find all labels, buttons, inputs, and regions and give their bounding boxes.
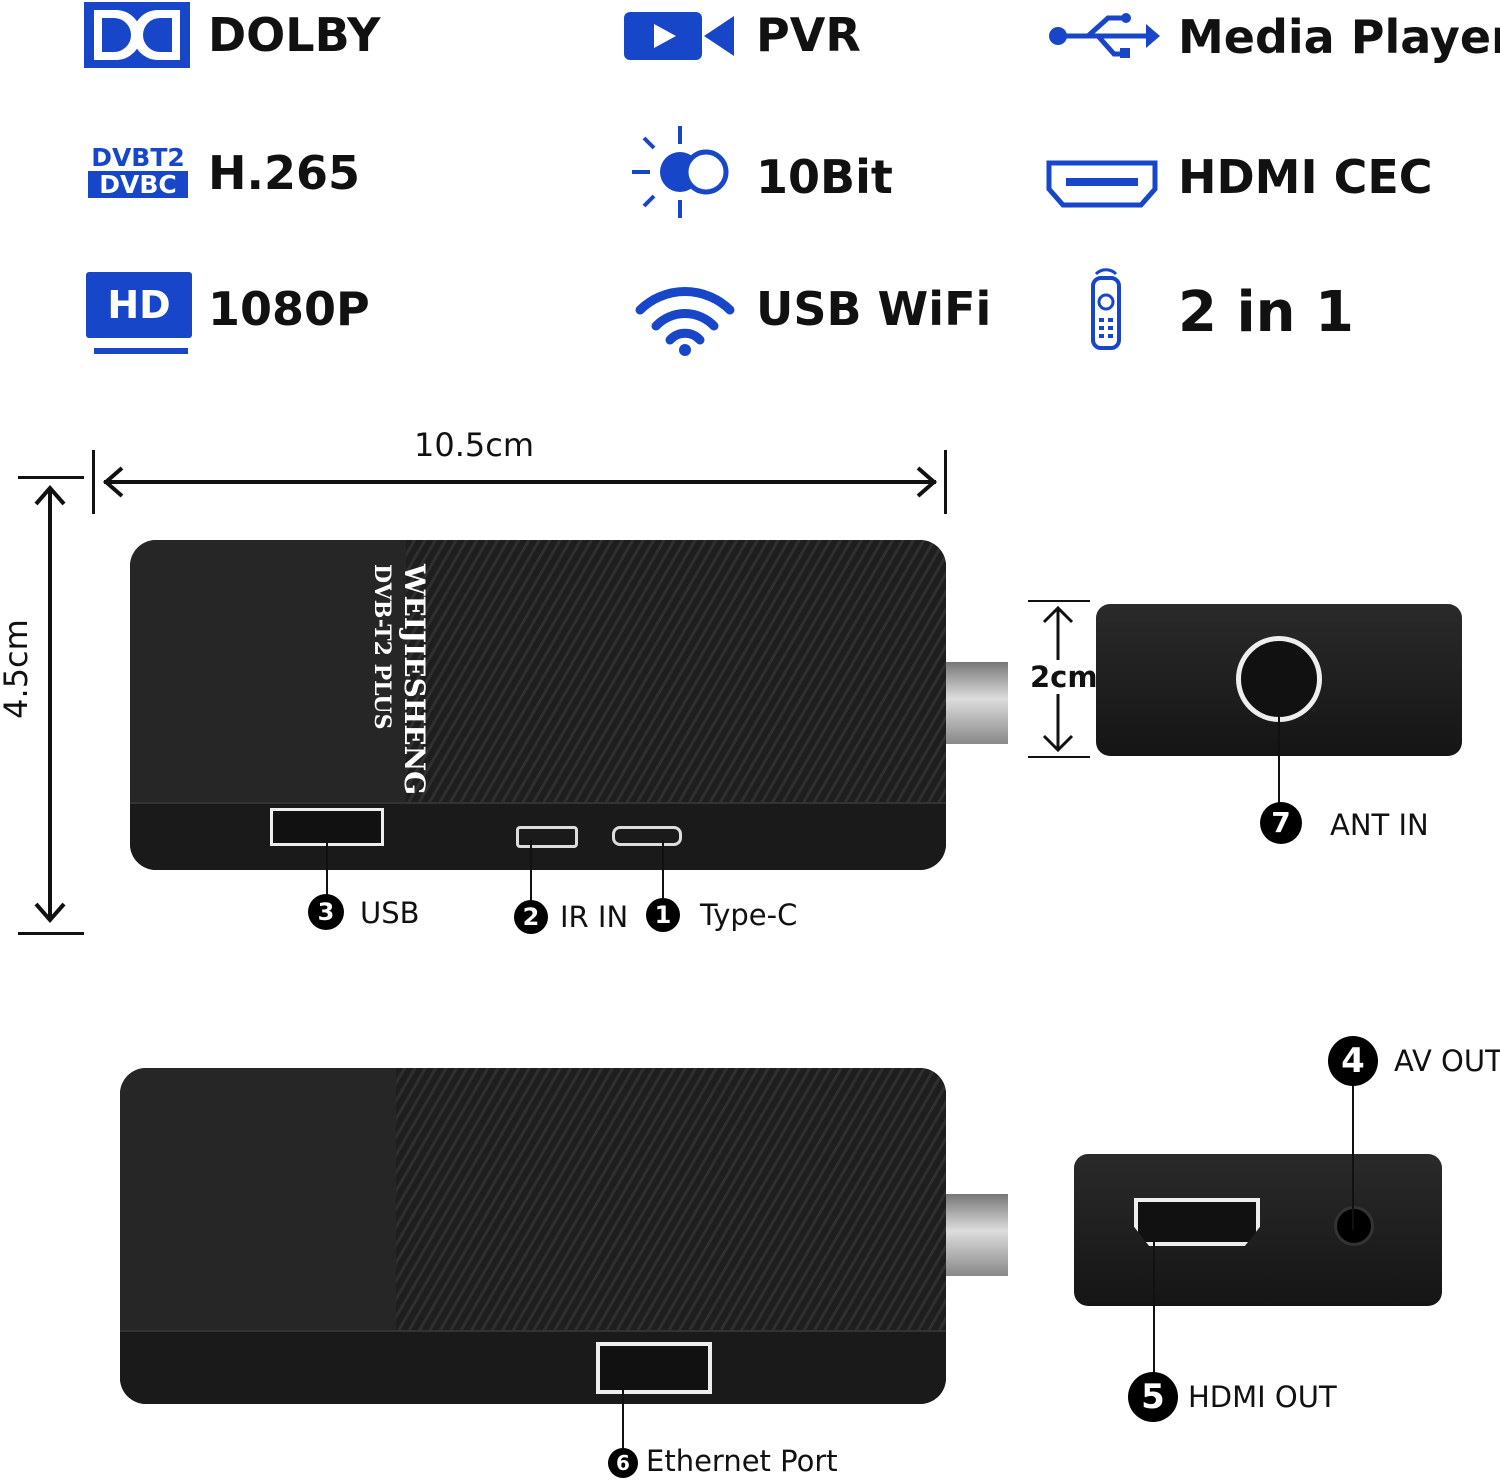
remote-icon <box>1091 268 1121 350</box>
ant-leader <box>1278 700 1280 806</box>
feature-usb-wifi: USB WiFi <box>756 282 992 336</box>
port-number-1: 1 <box>646 898 680 932</box>
depth-dimension-label: 2cm <box>1030 660 1098 694</box>
dvbc-text: DVBC <box>88 171 188 198</box>
port-label-usb: USB <box>360 896 420 930</box>
av-out-socket <box>1334 1206 1374 1246</box>
port-number-5: 5 <box>1128 1372 1178 1422</box>
device-top-view: WEIJIESHENG DVB-T2 PLUS <box>130 540 946 870</box>
hd-underline <box>94 348 188 354</box>
typec-leader <box>662 840 664 902</box>
ethernet-leader <box>622 1380 624 1452</box>
feature-h265: H.265 <box>208 146 360 200</box>
feature-media-player: Media Player <box>1178 10 1500 64</box>
hd-icon: HD <box>86 272 192 338</box>
feature-dolby: DOLBY <box>208 8 381 62</box>
ethernet-port <box>596 1342 712 1394</box>
hdmi-out-socket <box>1134 1198 1260 1246</box>
feature-hdmi-cec: HDMI CEC <box>1178 150 1433 204</box>
dvbt2-text: DVBT2 <box>91 143 185 172</box>
wifi-icon <box>635 287 735 356</box>
video-camera-icon <box>624 12 734 60</box>
port-label-hdmi-out: HDMI OUT <box>1188 1380 1337 1414</box>
port-label-ethernet: Ethernet Port <box>646 1444 838 1478</box>
port-label-av-out: AV OUT <box>1394 1044 1500 1078</box>
brand-text: WEIJIESHENG <box>398 564 431 796</box>
vent-grille-bottom <box>396 1068 946 1330</box>
vent-grille <box>406 540 946 802</box>
device-branding: WEIJIESHENG DVB-T2 PLUS <box>366 564 431 796</box>
model-text: DVB-T2 PLUS <box>369 564 395 730</box>
usb-leader <box>326 840 328 902</box>
dvb-t2-dvbc-icon: DVBT2 DVBC <box>88 144 188 198</box>
height-dimension-label: 4.5cm <box>0 619 35 719</box>
port-number-4: 4 <box>1328 1036 1378 1086</box>
port-label-ant-in: ANT IN <box>1330 808 1429 842</box>
hdmi-leader <box>1153 1236 1155 1376</box>
port-number-6: 6 <box>608 1448 638 1478</box>
port-number-3: 3 <box>308 894 344 930</box>
depth-tick-bottom <box>1028 756 1090 758</box>
dolby-icon <box>84 2 190 68</box>
label-panel <box>130 540 406 802</box>
feature-pvr: PVR <box>756 8 861 62</box>
ethernet-side <box>120 1330 946 1404</box>
regulatory-panel <box>120 1068 396 1330</box>
feature-1080p: 1080P <box>208 282 370 336</box>
feature-2-in-1: 2 in 1 <box>1178 280 1354 345</box>
type-c-port <box>612 826 682 846</box>
usb-icon <box>1049 13 1160 58</box>
width-tick-left <box>92 450 95 514</box>
height-tick-bottom <box>18 932 84 935</box>
width-tick-right <box>944 450 947 514</box>
width-dimension-label: 10.5cm <box>414 426 535 464</box>
color-depth-icon <box>632 126 729 218</box>
height-tick-top <box>18 476 84 479</box>
port-number-7: 7 <box>1260 802 1302 844</box>
port-label-ir-in: IR IN <box>560 900 629 934</box>
port-number-2: 2 <box>514 900 548 934</box>
feature-10bit: 10Bit <box>756 150 893 204</box>
ir-leader <box>530 840 532 906</box>
device-output-end-view <box>1074 1154 1442 1306</box>
av-leader <box>1352 1080 1354 1230</box>
width-arrow <box>102 466 938 498</box>
depth-tick-top <box>1028 600 1090 602</box>
height-arrow <box>34 484 66 924</box>
port-side <box>130 802 946 870</box>
port-label-type-c: Type-C <box>700 898 798 932</box>
hdmi-icon <box>1046 160 1158 208</box>
ir-port <box>516 826 578 848</box>
device-bottom-view <box>120 1068 946 1404</box>
